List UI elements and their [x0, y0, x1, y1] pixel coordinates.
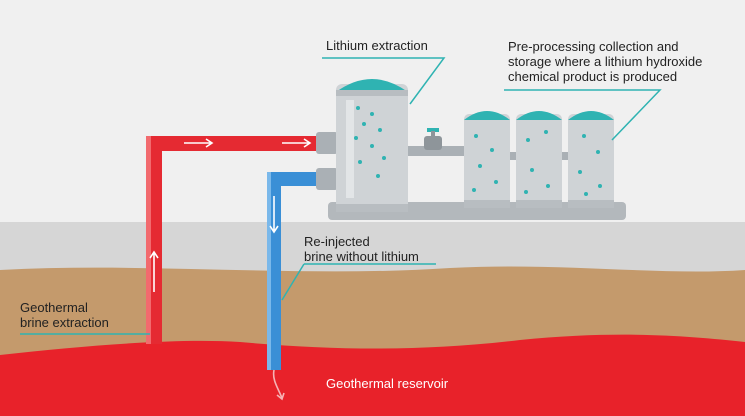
- tank-link-pipe: [508, 152, 522, 160]
- geothermal-reservoir: [0, 334, 745, 416]
- label-lithium-extraction: Lithium extraction: [326, 38, 428, 53]
- extraction-pipe: [146, 136, 324, 344]
- arrow-up-icon: [149, 250, 159, 292]
- arrow-right-icon: [282, 138, 312, 148]
- leader-line-reinjected: [281, 263, 436, 301]
- leader-lines: [20, 57, 662, 335]
- storage-tank: [516, 111, 562, 208]
- flow-arrows: [149, 138, 312, 401]
- lithium-particles: [354, 106, 386, 178]
- storage-tank: [464, 111, 510, 208]
- leader-line-lithium-extraction: [322, 57, 446, 105]
- storage-tank: [568, 111, 614, 208]
- arrow-down-icon: [269, 196, 279, 234]
- label-reinjected-brine: Re-injected brine without lithium: [304, 234, 419, 264]
- label-geothermal-reservoir: Geothermal reservoir: [326, 376, 449, 391]
- extraction-tank: [336, 79, 408, 212]
- leader-line-pre-processing: [504, 89, 662, 141]
- arrow-right-icon: [184, 138, 214, 148]
- reinjection-pipe: [267, 172, 325, 370]
- valve-pipe: [408, 128, 468, 156]
- arrow-down-icon: [272, 369, 285, 401]
- valve-handle-icon: [427, 128, 439, 132]
- label-brine-extraction: Geothermal brine extraction: [20, 300, 109, 330]
- tank-link-pipe: [560, 152, 574, 160]
- label-pre-processing: Pre-processing collection and storage wh…: [508, 39, 703, 84]
